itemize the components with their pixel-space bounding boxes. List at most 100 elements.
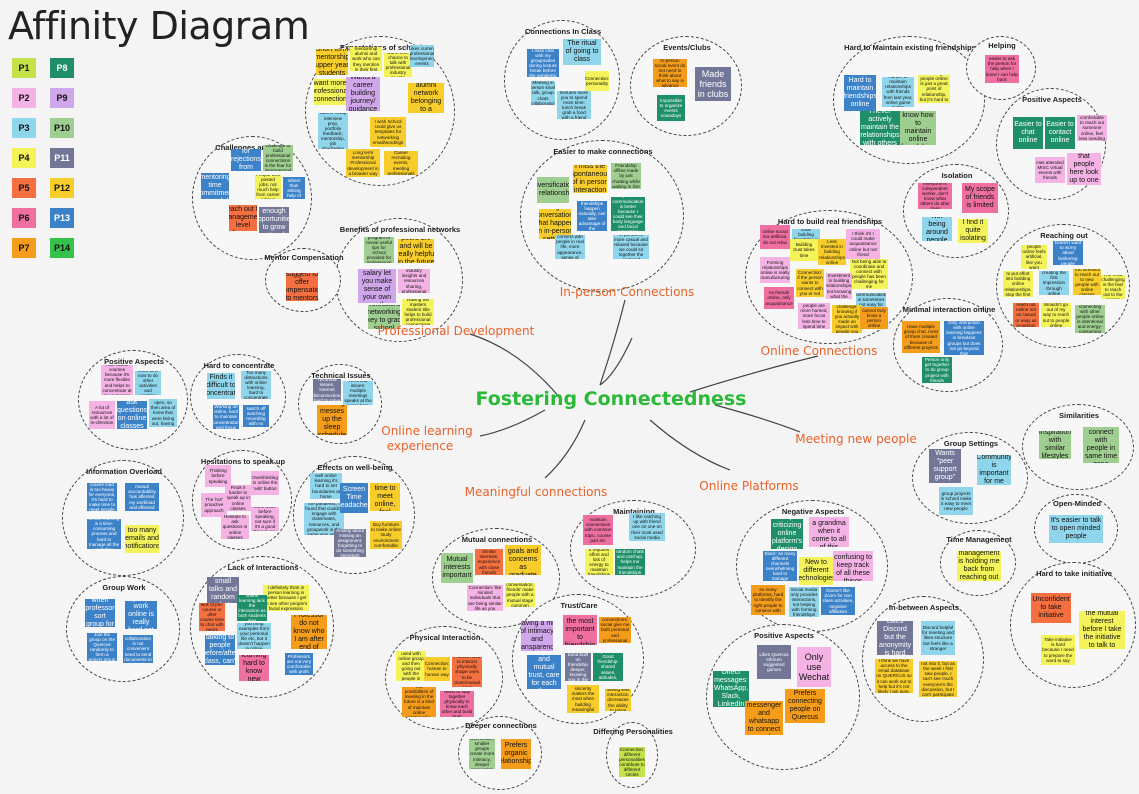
sticky-note: I wish School could give us templates fo… bbox=[370, 117, 406, 147]
sticky-note: group projects in school make it easy to… bbox=[939, 487, 973, 515]
sticky-note: Easier to chat online bbox=[1013, 117, 1043, 149]
sticky-note: Use messenger and whatsapp to connect pe… bbox=[745, 701, 783, 735]
group-title: Technical Issues bbox=[311, 371, 371, 380]
sticky-note: Likes current professional development e… bbox=[410, 45, 434, 67]
sticky-note: Medium term mentorship alumni and work w… bbox=[350, 47, 382, 71]
sticky-note: creating the first impression through on… bbox=[1039, 271, 1069, 295]
sticky-note: Hard to reach out to management level pr… bbox=[229, 205, 257, 231]
sticky-note: Thinking before speaking bbox=[205, 465, 231, 487]
group-title: Positive Aspects bbox=[754, 631, 814, 640]
sticky-note: I need to see the mutual interest before… bbox=[1079, 611, 1125, 649]
sticky-note: Hard to maintain friendships online bbox=[844, 75, 876, 111]
sticky-note: Only use Wechat bbox=[797, 647, 831, 687]
sticky-note: Finds it difficult to concentrate bbox=[207, 373, 235, 399]
category-label: Online learning bbox=[381, 424, 473, 438]
sticky-note: Social media only provides interactions,… bbox=[789, 587, 819, 617]
sticky-note: Not wanting to put effort into building … bbox=[1003, 271, 1033, 297]
sticky-note: everyone is independent worker, don't kn… bbox=[918, 183, 952, 209]
sticky-note: For discord: I'm not into it, but as the… bbox=[919, 661, 957, 697]
sticky-note: its confusing to keep track of all these… bbox=[833, 551, 873, 581]
sticky-note: Friendship offline made by just chatting… bbox=[611, 163, 641, 189]
sticky-note: Before pandemic, used with online group … bbox=[396, 651, 426, 681]
sticky-note: Wants a career building journey/ guidanc… bbox=[346, 77, 380, 111]
group-circle: Expectations of schoolShort term mentors… bbox=[305, 36, 455, 186]
sticky-note: time lag messes up the sleep schedule bbox=[317, 405, 347, 435]
sticky-note: New to different technologies bbox=[799, 557, 833, 585]
sticky-note: trust is the most important to friendshi… bbox=[563, 615, 597, 645]
sticky-note: Similar interests, experience with close… bbox=[475, 549, 503, 575]
sticky-note: talk about salary let you make sense of … bbox=[358, 269, 396, 303]
sticky-note: I think we have access to the email data… bbox=[875, 659, 913, 693]
group-title: Hard to build real friendships bbox=[777, 217, 883, 226]
legend-swatch-p12: P12 bbox=[50, 178, 74, 198]
group-title: Benefits of professional networks bbox=[339, 225, 461, 234]
sticky-note: Working on online, hard to maintain conc… bbox=[213, 405, 239, 429]
sticky-note: Wants "peer support group" bbox=[929, 449, 961, 483]
connector-online bbox=[689, 355, 819, 393]
sticky-note: maintain connections with common topic, … bbox=[583, 515, 613, 545]
sticky-note: online collaboration is not convenient n… bbox=[123, 635, 153, 663]
sticky-note: having less interaction decreases the ab… bbox=[605, 689, 631, 711]
sticky-note: Doesn't like Zoom for non class activiti… bbox=[821, 587, 855, 615]
legend-swatch-p11: P11 bbox=[50, 148, 74, 168]
sticky-note: 1-1 mentoring time commitment stressful bbox=[201, 173, 229, 199]
sticky-note: Work time now to do other activities and… bbox=[135, 371, 161, 395]
group-title: Deeper connections bbox=[465, 721, 537, 730]
category-label: Online Platforms bbox=[699, 479, 799, 493]
legend-swatch-p13: P13 bbox=[50, 208, 74, 228]
sticky-note: Short term mentorship upper year student… bbox=[316, 49, 348, 75]
sticky-note: Overthinking in online the 'edit' button bbox=[251, 471, 279, 495]
group-title: Minimal interaction online bbox=[902, 305, 996, 314]
sticky-note: Easier to ask questions on online classe… bbox=[117, 401, 147, 429]
sticky-note: Inspiration with similar lifestyles bbox=[1039, 431, 1071, 459]
sticky-note: It's easier to talk to open minded peopl… bbox=[1049, 515, 1103, 543]
sticky-note: Easier to contact online bbox=[1045, 117, 1075, 149]
sticky-note: Likes Quercus Inforum suggested games bbox=[757, 645, 791, 679]
sticky-note: too many emails and notifications bbox=[125, 525, 159, 553]
sticky-note: easier to connect with people in real li… bbox=[555, 235, 585, 259]
sticky-note: A lot of resources with a lot of re-dire… bbox=[89, 401, 115, 429]
group-title: Open-Minded bbox=[1053, 499, 1101, 508]
sticky-note: cannot truly know a person online bbox=[860, 307, 888, 329]
sticky-note: Online learning is a time-consuming proc… bbox=[87, 519, 121, 549]
group-title: Positive Aspects bbox=[104, 357, 164, 366]
sticky-note: Too many distractions with online learni… bbox=[241, 371, 271, 399]
group-circle: Connections In Class I miss chat with my … bbox=[504, 20, 620, 140]
sticky-note: Unconfident to take initiative bbox=[1031, 593, 1071, 623]
category-label: Professional Development bbox=[377, 324, 535, 338]
sticky-note: random chats and catchup, helps me maint… bbox=[615, 549, 645, 575]
sticky-note: I never actively maintain the relationsh… bbox=[860, 111, 900, 145]
sticky-note: suggest to offer compensation to mentors bbox=[286, 273, 318, 301]
sticky-note: reaching out to new people online feels … bbox=[1021, 245, 1047, 269]
sticky-note: In person class you bring examples from … bbox=[237, 623, 271, 649]
group-circle: Challenges and fearsI'm fear for rejecti… bbox=[192, 136, 312, 260]
connector-professional bbox=[469, 333, 561, 399]
sticky-note: Slack: so many different channels overwh… bbox=[763, 551, 797, 581]
sticky-note: Prefers organic relationships bbox=[501, 739, 531, 769]
sticky-note: I find it quite isolating bbox=[958, 219, 988, 243]
sticky-note: connecting with other people online is i… bbox=[1075, 305, 1105, 333]
group-title: Differing Personalities bbox=[593, 727, 673, 736]
sticky-note: respect and mutual trust, care for each … bbox=[527, 655, 561, 689]
sticky-note: Technical issues: multiple meetings spea… bbox=[343, 381, 373, 405]
sticky-note: I miss chat with my groupmates during le… bbox=[527, 49, 559, 77]
group-title: Reaching out bbox=[1040, 231, 1088, 240]
sticky-note: Doing group work online is really hard n… bbox=[125, 601, 157, 629]
sticky-note: meaningful connections: social give me b… bbox=[599, 617, 631, 643]
sticky-note: want more professional connection bbox=[314, 79, 346, 105]
group-title: Group Settings bbox=[943, 439, 999, 448]
sticky-note: Connection: personality bbox=[585, 71, 609, 91]
category-label: In-person Connections bbox=[559, 285, 695, 299]
group-title: Hard to concentrate bbox=[203, 361, 275, 370]
sticky-note: It requires effort and lots of energy to… bbox=[585, 549, 613, 575]
group-title: Time Management bbox=[946, 535, 1012, 544]
group-title: Connections In Class bbox=[524, 27, 602, 36]
sticky-note: Technical issues, internet disconnection… bbox=[313, 379, 341, 401]
sticky-note: Doesn't want to worry about bothering pe… bbox=[1053, 241, 1083, 265]
